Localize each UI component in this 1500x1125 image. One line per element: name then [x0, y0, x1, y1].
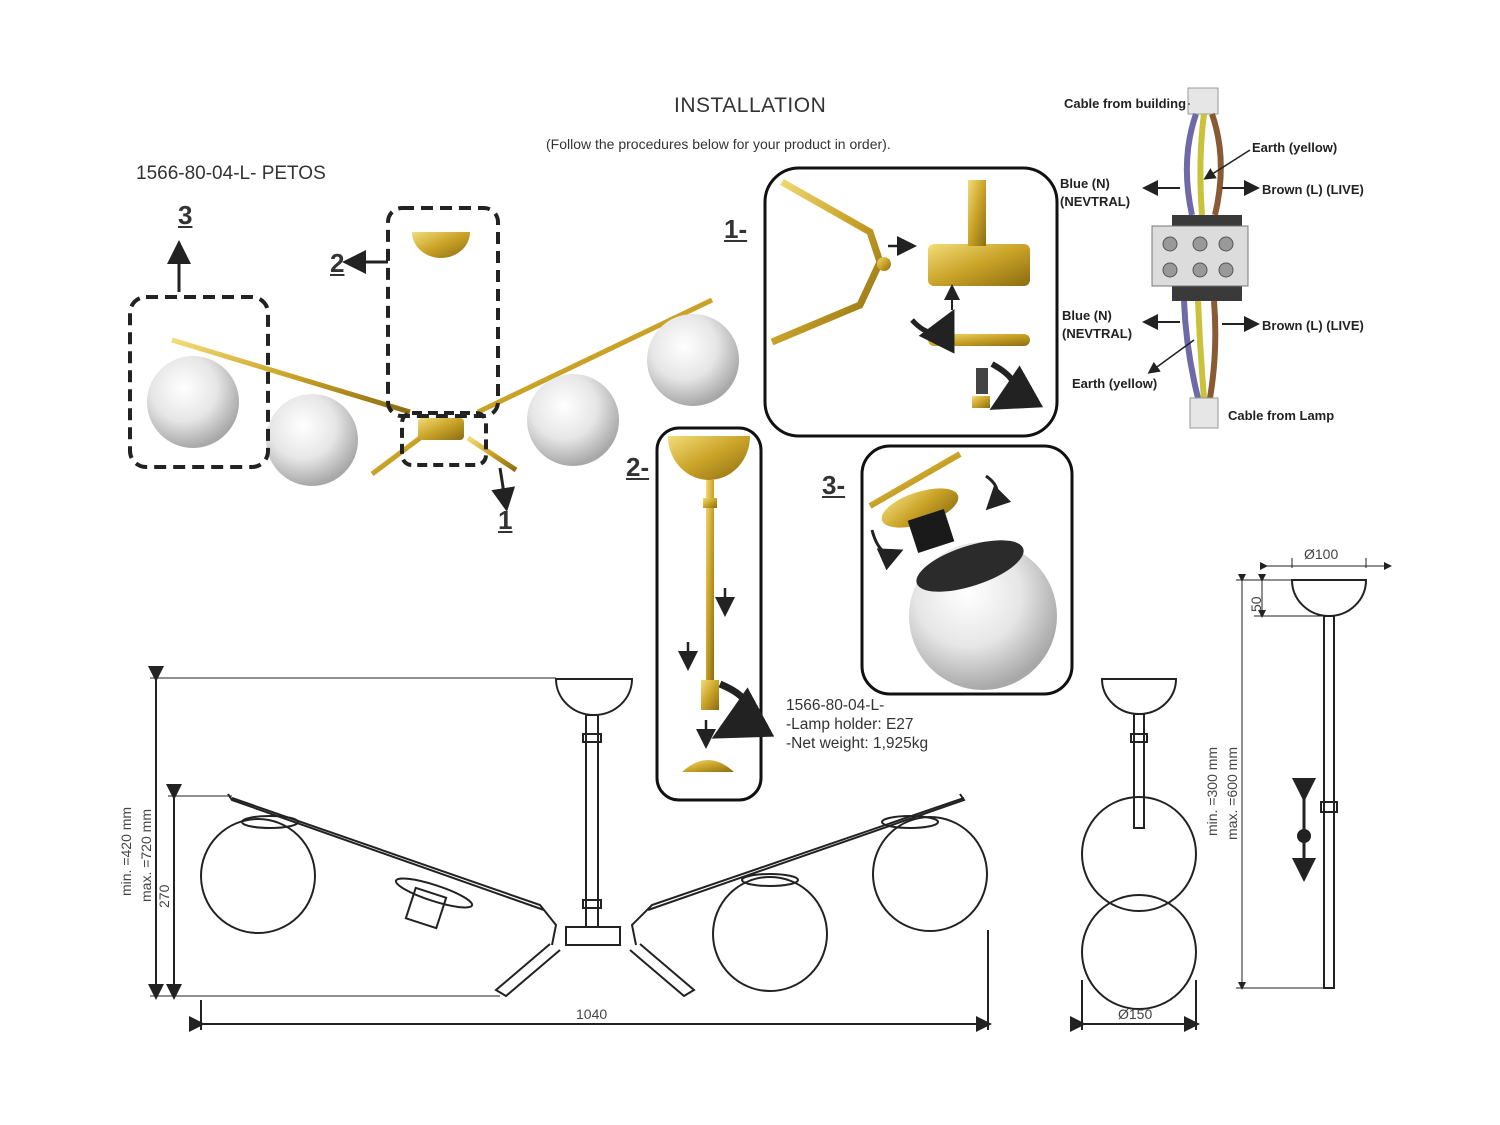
dim-height-min-label: min. =420 mm — [118, 806, 134, 896]
overview-canopy — [412, 232, 470, 258]
label-brown-top: Brown (L) (LIVE) — [1262, 182, 1364, 197]
step-label-1: 1 — [498, 505, 513, 535]
overview-globe-3 — [527, 374, 619, 466]
detail-1-label: 1- — [724, 214, 748, 244]
detail-1-hub — [928, 244, 1030, 286]
label-cable-building: Cable from building — [1064, 96, 1187, 111]
dim-globe-label: Ø150 — [1118, 1006, 1153, 1022]
model-number: 1566-80-04-L- PETOS — [136, 163, 326, 184]
spec-net-weight: -Net weight: 1,925kg — [786, 735, 929, 752]
side-drawing — [1070, 678, 1200, 1032]
dim-body-height-label: 270 — [156, 884, 172, 908]
step-label-2: 2 — [330, 248, 345, 278]
spec-model: 1566-80-04-L- — [786, 697, 885, 714]
overview-product — [128, 206, 739, 512]
callout-box-1 — [400, 411, 488, 467]
front-arm-left — [231, 797, 558, 946]
front-arm-right-short — [629, 943, 696, 998]
label-earth-bottom: Earth (yellow) — [1072, 376, 1158, 391]
dim-rod-min-label: min. =300 mm — [1204, 746, 1220, 836]
dim-canopy-height-label: 50 — [1248, 596, 1264, 612]
arm-left-short — [370, 436, 422, 476]
arm-right-short — [466, 435, 518, 473]
label-neutral-top: (NEVTRAL) — [1060, 194, 1131, 209]
dim-canopy-label: Ø100 — [1304, 546, 1339, 562]
dim-height-max-label: max. =720 mm — [138, 809, 154, 902]
arm-left-long — [171, 337, 411, 415]
label-blue-bottom: Blue (N) — [1062, 308, 1112, 323]
side-globe-front — [1081, 796, 1197, 912]
detail-1-plate — [928, 334, 1030, 346]
front-hub — [565, 926, 621, 946]
front-globe-3 — [872, 816, 988, 932]
overview-globe-2 — [266, 394, 358, 486]
front-canopy — [554, 678, 634, 716]
detail-3-panel — [860, 444, 1074, 696]
detail-2-rod — [706, 480, 714, 680]
front-globe-2 — [712, 876, 828, 992]
side-canopy — [1100, 678, 1178, 715]
front-drawing — [148, 666, 992, 1032]
arrow-callout-1 — [491, 467, 516, 512]
front-lamp-holder — [404, 886, 448, 930]
overview-globe-4 — [647, 314, 739, 406]
detail-2-label: 2- — [626, 452, 650, 482]
side-rod — [1133, 713, 1145, 829]
spec-lamp-holder: -Lamp holder: E27 — [786, 716, 914, 733]
overview-hub — [418, 418, 464, 440]
front-globe-1 — [200, 818, 316, 934]
overview-globe-1 — [147, 356, 239, 448]
callout-box-3 — [128, 295, 270, 469]
dim-rod-max-label: max. =600 mm — [1224, 747, 1240, 840]
dim-width-label: 1040 — [576, 1006, 608, 1022]
label-earth-top: Earth (yellow) — [1252, 140, 1338, 155]
detail-1-panel — [763, 166, 1059, 438]
step-label-3: 3 — [178, 200, 193, 230]
label-brown-bottom: Brown (L) (LIVE) — [1262, 318, 1364, 333]
rod-canopy — [1290, 579, 1368, 617]
label-blue-top: Blue (N) — [1060, 176, 1110, 191]
front-arm-left-short — [494, 943, 561, 998]
side-globe-back — [1081, 894, 1197, 1010]
page-subtitle: (Follow the procedures below for your pr… — [546, 136, 891, 152]
front-arm-right — [630, 797, 965, 946]
detail-2-canopy — [668, 436, 750, 480]
page-title: INSTALLATION — [674, 94, 827, 117]
wiring-diagram — [1142, 87, 1260, 429]
detail-1-rod — [968, 180, 986, 246]
label-cable-lamp: Cable from Lamp — [1228, 408, 1335, 423]
front-rod — [585, 714, 599, 928]
label-neutral-bottom: (NEVTRAL) — [1062, 326, 1133, 341]
detail-2-panel — [655, 426, 775, 802]
callout-box-2 — [386, 206, 500, 418]
detail-3-label: 3- — [822, 470, 846, 500]
rod-drawing — [1236, 558, 1392, 990]
